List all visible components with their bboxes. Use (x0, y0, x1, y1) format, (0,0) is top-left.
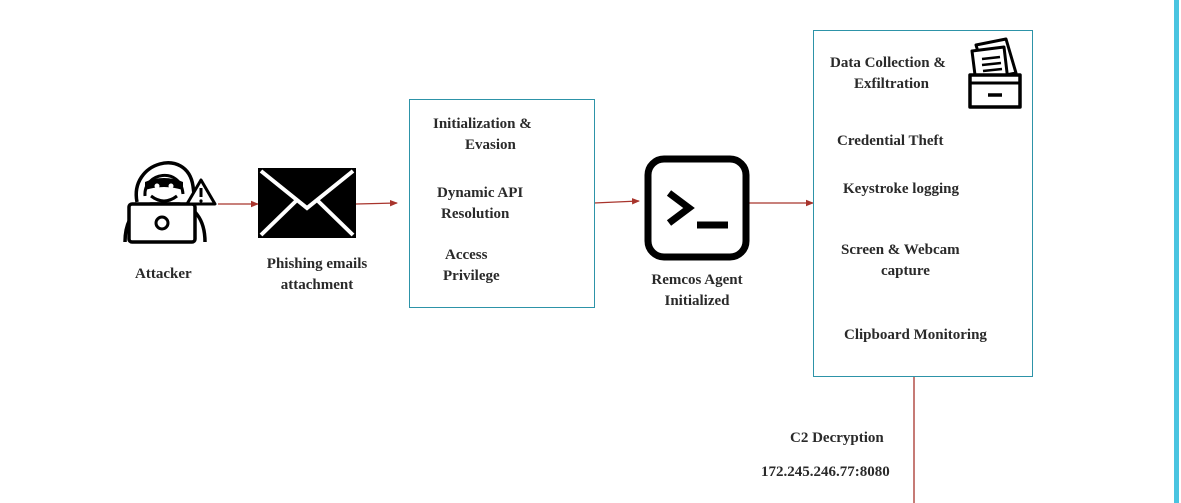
terminal-icon (644, 155, 750, 261)
item-screen-webcam-line2: capture (881, 263, 930, 279)
arrow-init-to-agent (593, 198, 640, 205)
collection-title-line2: Exfiltration (854, 76, 929, 92)
phishing-label-line1: Phishing emails (266, 256, 368, 272)
item-clipboard-monitoring: Clipboard Monitoring (844, 327, 987, 343)
init-item-access-line1: Access (445, 247, 488, 263)
init-title-line2: Evasion (465, 137, 516, 153)
hacker-icon (123, 161, 217, 244)
attacker-label: Attacker (135, 266, 192, 282)
c2-address: 172.245.246.77:8080 (761, 464, 890, 480)
init-item-dynamic-api-line1: Dynamic API (437, 185, 524, 201)
agent-label-line2: Initialized (664, 293, 730, 309)
init-item-access-line2: Privilege (443, 268, 500, 284)
init-title-line1: Initialization & (433, 116, 532, 132)
right-edge-rule (1174, 0, 1179, 503)
phishing-label-line2: attachment (280, 277, 354, 293)
arrow-email-to-init (355, 199, 398, 207)
file-drawer-icon (968, 37, 1022, 109)
item-screen-webcam-line1: Screen & Webcam (841, 242, 960, 258)
collection-title-line1: Data Collection & (830, 55, 946, 71)
init-item-dynamic-api-line2: Resolution (441, 206, 510, 222)
agent-label-line1: Remcos Agent (651, 272, 743, 288)
item-credential-theft: Credential Theft (837, 133, 944, 149)
init-evasion-box (409, 99, 595, 308)
item-keystroke-logging: Keystroke logging (843, 181, 959, 197)
c2-decryption-label: C2 Decryption (790, 430, 884, 446)
envelope-icon (258, 168, 356, 238)
